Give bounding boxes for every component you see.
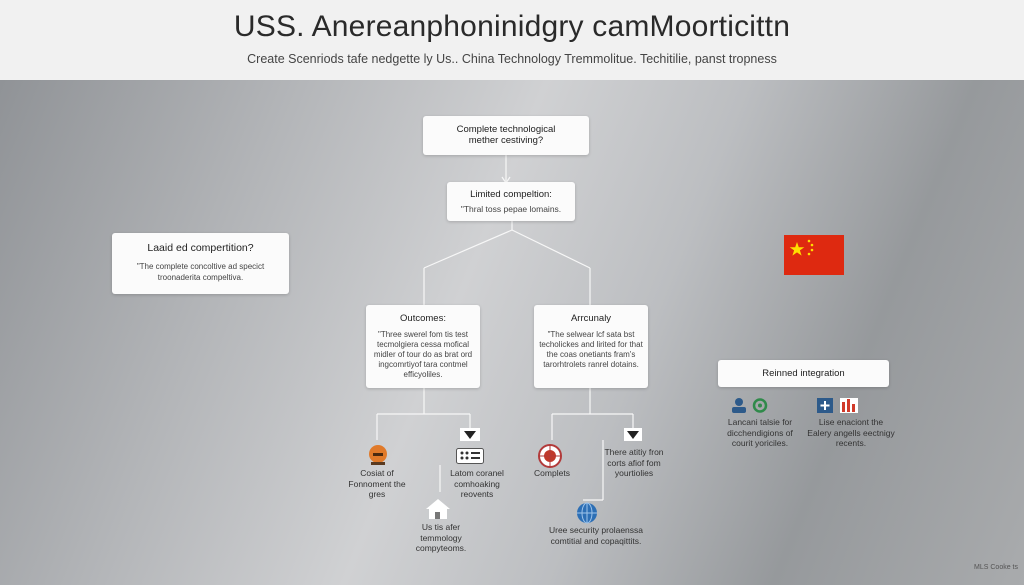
plus-icon — [817, 398, 833, 413]
person-blue-icon — [732, 398, 746, 413]
accuracy-title: Arrcunaly — [570, 313, 612, 324]
caption-coast: Cosiat of Fonnoment the gres — [348, 468, 406, 499]
globe-red-icon — [538, 444, 562, 468]
page-subtitle: Create Scenriods tafe nedgette ly Us.. C… — [247, 52, 777, 66]
header-bar — [0, 0, 1024, 80]
caption-latom: Latom coranel comhoaking reovents — [450, 468, 504, 499]
caption-lise: Lise enaciont the Ealery angells eectnig… — [807, 417, 895, 448]
limited-body: "Thral toss pepae lomains. — [460, 204, 562, 214]
footer-note: MLS Cooke ts — [974, 564, 1018, 571]
limited-competition-box: Limited compeltion: "Thral toss pepae lo… — [447, 182, 575, 221]
flag-stars — [789, 239, 814, 256]
globe-blue-icon — [577, 502, 597, 524]
down-triangle-icon — [624, 428, 642, 441]
refined-integration-box: Reinned integration — [718, 360, 889, 387]
page-title: USS. Anereanphoninidgry camMoorticittn — [233, 10, 791, 43]
outcomes-title: Outcomes: — [400, 313, 446, 324]
root-question-box: Complete technological mether cestiving? — [423, 116, 589, 155]
root-body: mether cestiving? — [468, 135, 544, 146]
outcomes-body: "Three swerel fom tis test tecmolgiera c… — [373, 330, 473, 379]
person-orange-icon — [369, 445, 387, 465]
caption-complets: Complets — [534, 468, 570, 478]
chart-icon — [840, 398, 858, 413]
dots-card-icon — [456, 448, 484, 464]
down-triangle-icon — [460, 428, 480, 441]
caption-there: There atitiy fron corts afiof fom yourti… — [604, 447, 664, 478]
caption-us-tis: Us tis afer temmology compyteoms. — [415, 522, 467, 553]
caption-lancani: Lancani talsie for dicchendigions of cou… — [727, 417, 793, 448]
accuracy-box: Arrcunaly "The selwear lcf sata bst tech… — [534, 305, 648, 388]
limited-title: Limited compeltion: — [470, 189, 552, 200]
connector-to-accuracy — [511, 229, 591, 269]
connector-to-outcomes — [423, 229, 513, 269]
left-panel-body: "The complete concoltive ad specict troo… — [136, 262, 265, 282]
china-flag-icon — [784, 235, 844, 275]
outcomes-box: Outcomes: "Three swerel fom tis test tec… — [366, 305, 480, 388]
left-panel-title: Laaid ed compertition? — [147, 242, 254, 254]
cycle-green-icon — [752, 398, 768, 413]
limited-competition-panel: Laaid ed compertition? "The complete con… — [112, 233, 289, 294]
house-icon — [426, 499, 450, 519]
accuracy-body: "The selwear lcf sata bst techolickes an… — [539, 330, 643, 369]
caption-uree: Uree security prolaenssa comtitial and c… — [548, 525, 643, 546]
root-title: Complete technological — [456, 124, 556, 135]
refined-title: Reinned integration — [762, 368, 845, 379]
